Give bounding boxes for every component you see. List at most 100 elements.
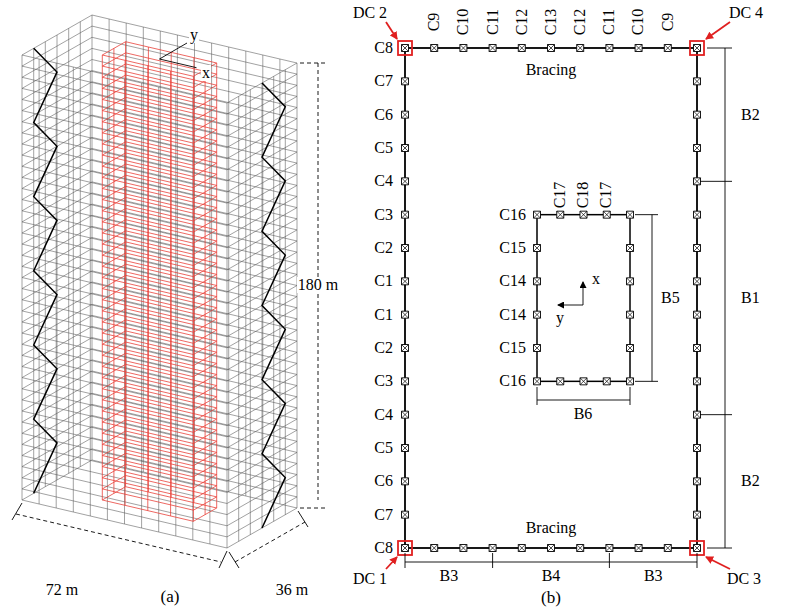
- text-label: B2: [740, 107, 761, 123]
- dimension-line: [405, 562, 697, 563]
- pointer-arrow: [386, 22, 397, 39]
- core-frame: [537, 215, 630, 382]
- column-label: C12: [572, 8, 588, 37]
- text-label: C7: [373, 507, 394, 523]
- axis-line: [160, 59, 197, 68]
- text-label: B2: [740, 473, 761, 489]
- column-marker: [402, 45, 701, 552]
- pointer-arrow: [706, 22, 730, 39]
- text-label: (b): [540, 589, 562, 606]
- text-label: C8: [373, 40, 394, 56]
- dimension-tick: [300, 508, 326, 509]
- text-label: C3: [373, 373, 394, 389]
- text-label: C16: [498, 207, 527, 223]
- dimension-tick: [219, 551, 227, 568]
- text-label: Bracing: [525, 520, 578, 536]
- text-label: C16: [498, 373, 527, 389]
- column-label: C12: [514, 8, 530, 37]
- dimension-tick: [537, 387, 538, 405]
- text-label: y: [189, 27, 199, 43]
- damper-square: [690, 541, 704, 555]
- text-label: (a): [160, 588, 181, 605]
- text-label: C6: [373, 473, 394, 489]
- text-label: C1: [373, 273, 394, 289]
- column-label: C18: [576, 181, 592, 210]
- column-label: C17: [552, 181, 568, 210]
- dimension-tick: [229, 552, 239, 568]
- damper-square: [398, 541, 412, 555]
- text-label: B5: [660, 290, 681, 306]
- dimension-line: [537, 400, 630, 401]
- text-label: B6: [573, 406, 594, 422]
- dimension-tick: [405, 553, 406, 568]
- dimension-tick: [707, 548, 732, 549]
- text-label: C6: [373, 107, 394, 123]
- column-label: C10: [631, 8, 647, 37]
- column-label: C10: [455, 8, 471, 37]
- text-label: DC 2: [352, 5, 388, 21]
- text-label: C2: [373, 240, 394, 256]
- text-label: C15: [498, 240, 527, 256]
- column-label: C9: [426, 12, 442, 33]
- text-label: C4: [373, 407, 394, 423]
- plan-dimensions: [405, 48, 732, 568]
- text-label: 180 m: [297, 277, 339, 293]
- text-label: C15: [498, 340, 527, 356]
- text-label: DC 1: [352, 571, 388, 587]
- text-label: Bracing: [525, 62, 578, 78]
- pointer-arrow: [706, 557, 730, 569]
- axis-arrow: [558, 305, 583, 306]
- dimension-tick: [707, 48, 732, 49]
- column-label: C11: [485, 8, 501, 36]
- pointer-arrow: [386, 557, 397, 569]
- dimension-tick: [700, 414, 732, 415]
- column-label: C17: [599, 181, 615, 210]
- dimension-tick: [630, 387, 631, 405]
- dimension-tick: [300, 63, 326, 64]
- text-label: C14: [498, 273, 527, 289]
- text-label: B3: [643, 568, 664, 584]
- axis-line: [160, 43, 188, 59]
- dimension-line: [235, 522, 305, 562]
- dimension-tick: [609, 553, 610, 568]
- text-label: C7: [373, 73, 394, 89]
- text-label: DC 3: [726, 571, 762, 587]
- dimension-tick: [12, 503, 22, 520]
- outer-frame: [405, 48, 697, 548]
- dimension-tick: [635, 381, 658, 382]
- frame-grid: [22, 15, 297, 548]
- column-label: C13: [543, 8, 559, 37]
- dimension-tick: [298, 511, 308, 527]
- text-label: B4: [541, 568, 562, 584]
- text-label: DC 4: [728, 5, 764, 21]
- text-label: C3: [373, 207, 394, 223]
- text-label: B3: [439, 568, 460, 584]
- dimension-tick: [492, 553, 493, 568]
- text-label: x: [201, 65, 211, 81]
- axis-arrow: [583, 282, 584, 305]
- text-label: C5: [373, 140, 394, 156]
- column-cross: [402, 45, 701, 552]
- text-label: y: [555, 310, 565, 326]
- text-label: C5: [373, 440, 394, 456]
- damper-square: [398, 41, 412, 55]
- text-label: 36 m: [275, 582, 309, 598]
- text-label: C14: [498, 307, 527, 323]
- text-label: C8: [373, 540, 394, 556]
- dimension-tick: [697, 553, 698, 568]
- dimension-line: [725, 48, 726, 548]
- dimension-line: [16, 514, 221, 562]
- column-label: C9: [660, 12, 676, 33]
- dimension-lines: [12, 43, 326, 568]
- dimension-tick: [635, 214, 658, 215]
- text-label: C4: [373, 173, 394, 189]
- core-grid: [102, 42, 216, 522]
- damper-highlight: [386, 22, 730, 569]
- column-label: C11: [601, 8, 617, 36]
- damper-square: [690, 41, 704, 55]
- text-label: x: [591, 271, 601, 287]
- dimension-tick: [700, 181, 732, 182]
- text-label: C1: [373, 307, 394, 323]
- dimension-line: [652, 215, 653, 382]
